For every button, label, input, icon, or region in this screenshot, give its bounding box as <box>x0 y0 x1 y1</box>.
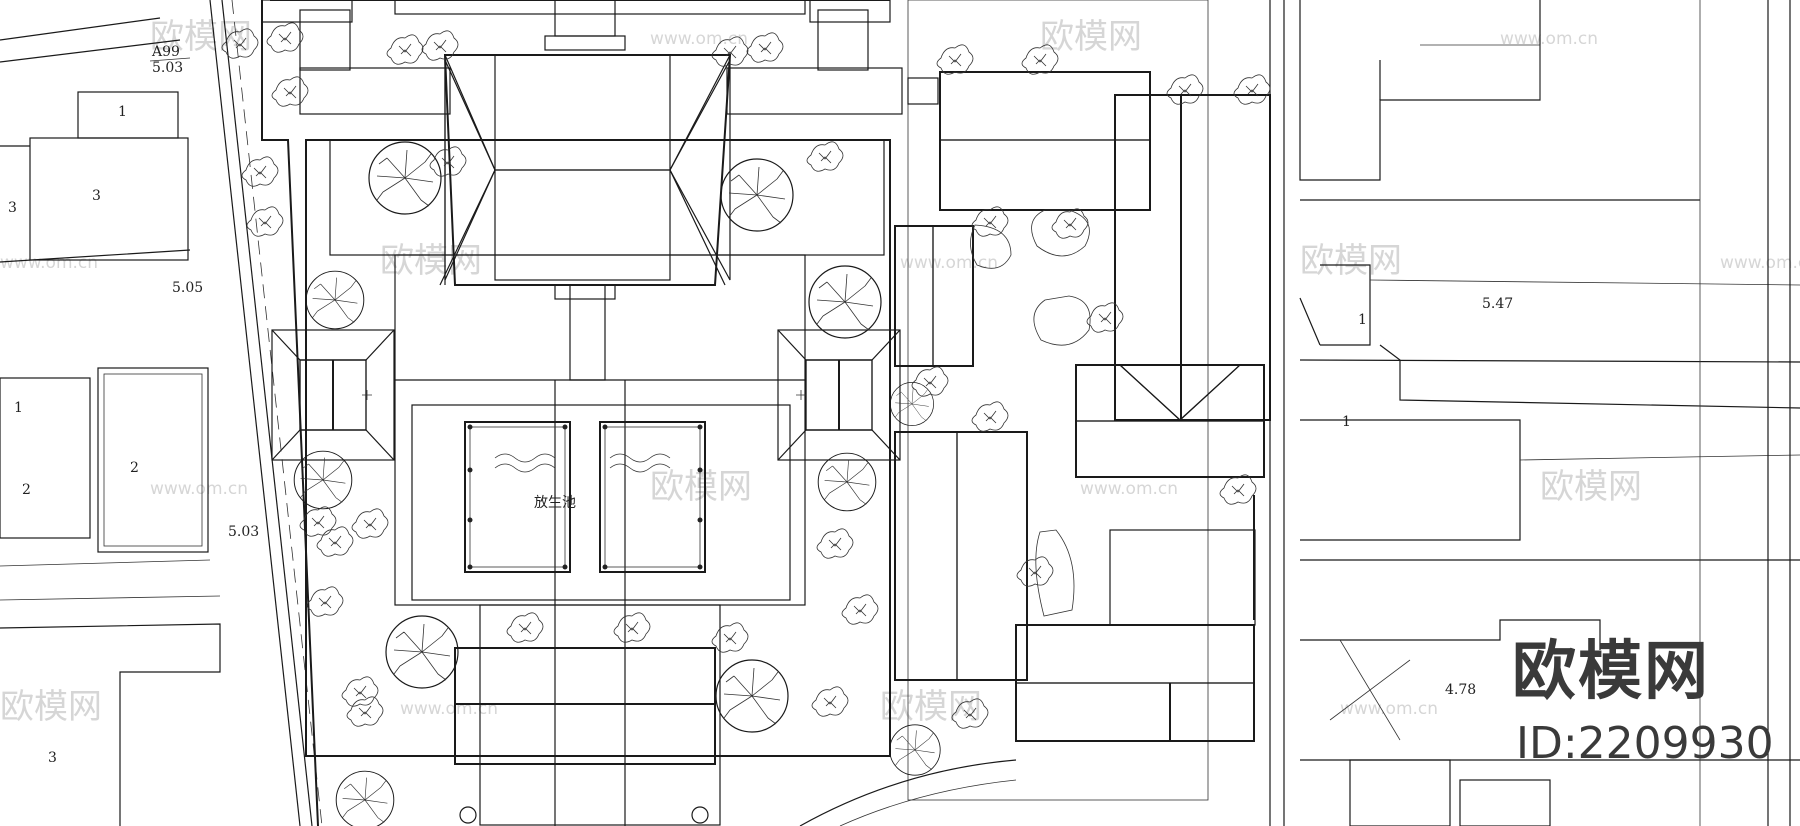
lot-number: 3 <box>92 188 101 204</box>
temple-compound <box>261 0 891 826</box>
watermark-url: www.om.cn <box>1340 699 1438 719</box>
watermark-url: www.om.cn <box>400 699 498 719</box>
watermark-url: www.om.cn <box>0 253 98 273</box>
left-parcels <box>0 17 221 826</box>
lot-number: 1 <box>1342 414 1351 430</box>
lot-number: 1 <box>1358 312 1367 328</box>
main-hall <box>299 0 903 300</box>
watermark-text: 欧模网 <box>0 687 102 727</box>
lot-number: 1 <box>118 104 127 120</box>
elevation-marks: A99 5.03 5.05 5.03 5.47 4.78 <box>149 44 1513 698</box>
watermark-text: 欧模网 <box>1300 241 1402 281</box>
lot-number: 3 <box>48 750 57 766</box>
release-pond: 放生池 <box>464 421 706 573</box>
elevation-mark: 5.03 <box>228 524 259 540</box>
watermark-text: 欧模网 <box>150 17 252 57</box>
watermark-text: 欧模网 <box>650 467 752 507</box>
lot-numbers: 1 3 3 1 2 2 3 1 1 <box>8 104 1367 766</box>
vegetation <box>221 22 1271 826</box>
lot-number: 2 <box>22 482 31 498</box>
east-pavilion <box>777 329 901 461</box>
east-courtyard <box>799 0 1271 826</box>
watermark-layer: 欧模网 欧模网 欧模网 欧模网 欧模网 欧模网 欧模网 欧模网 www.om.c… <box>0 17 1800 727</box>
watermark-text: 欧模网 <box>1540 467 1642 507</box>
watermark-url: www.om.cn <box>650 29 748 49</box>
watermark-url: www.om.cn <box>1500 29 1598 49</box>
watermark-url: www.om.cn <box>1080 479 1178 499</box>
pond-posts <box>467 424 703 570</box>
pond-label: 放生池 <box>534 495 576 511</box>
watermark-text: 欧模网 <box>880 687 982 727</box>
right-parcels <box>1269 0 1800 826</box>
watermark-text: 欧模网 <box>1040 17 1142 57</box>
watermark-url: www.om.cn <box>150 479 248 499</box>
west-pavilion <box>271 329 395 461</box>
lot-number: 1 <box>14 400 23 416</box>
watermark-url: www.om.cn <box>1720 253 1800 273</box>
lot-number: 2 <box>130 460 139 476</box>
elevation-mark: 5.47 <box>1482 296 1513 312</box>
model-id: ID:2209930 <box>1516 718 1774 769</box>
gate-hall <box>454 647 716 824</box>
elevation-mark: A99 <box>151 44 180 60</box>
watermark-text: 欧模网 <box>380 241 482 281</box>
brand-logo-text: 欧模网 <box>1512 635 1710 709</box>
watermark-url: www.om.cn <box>900 253 998 273</box>
elevation-mark: 4.78 <box>1445 682 1476 698</box>
lot-number: 3 <box>8 200 17 216</box>
elevation-mark: 5.05 <box>172 280 203 296</box>
elevation-mark: 5.03 <box>152 60 183 76</box>
